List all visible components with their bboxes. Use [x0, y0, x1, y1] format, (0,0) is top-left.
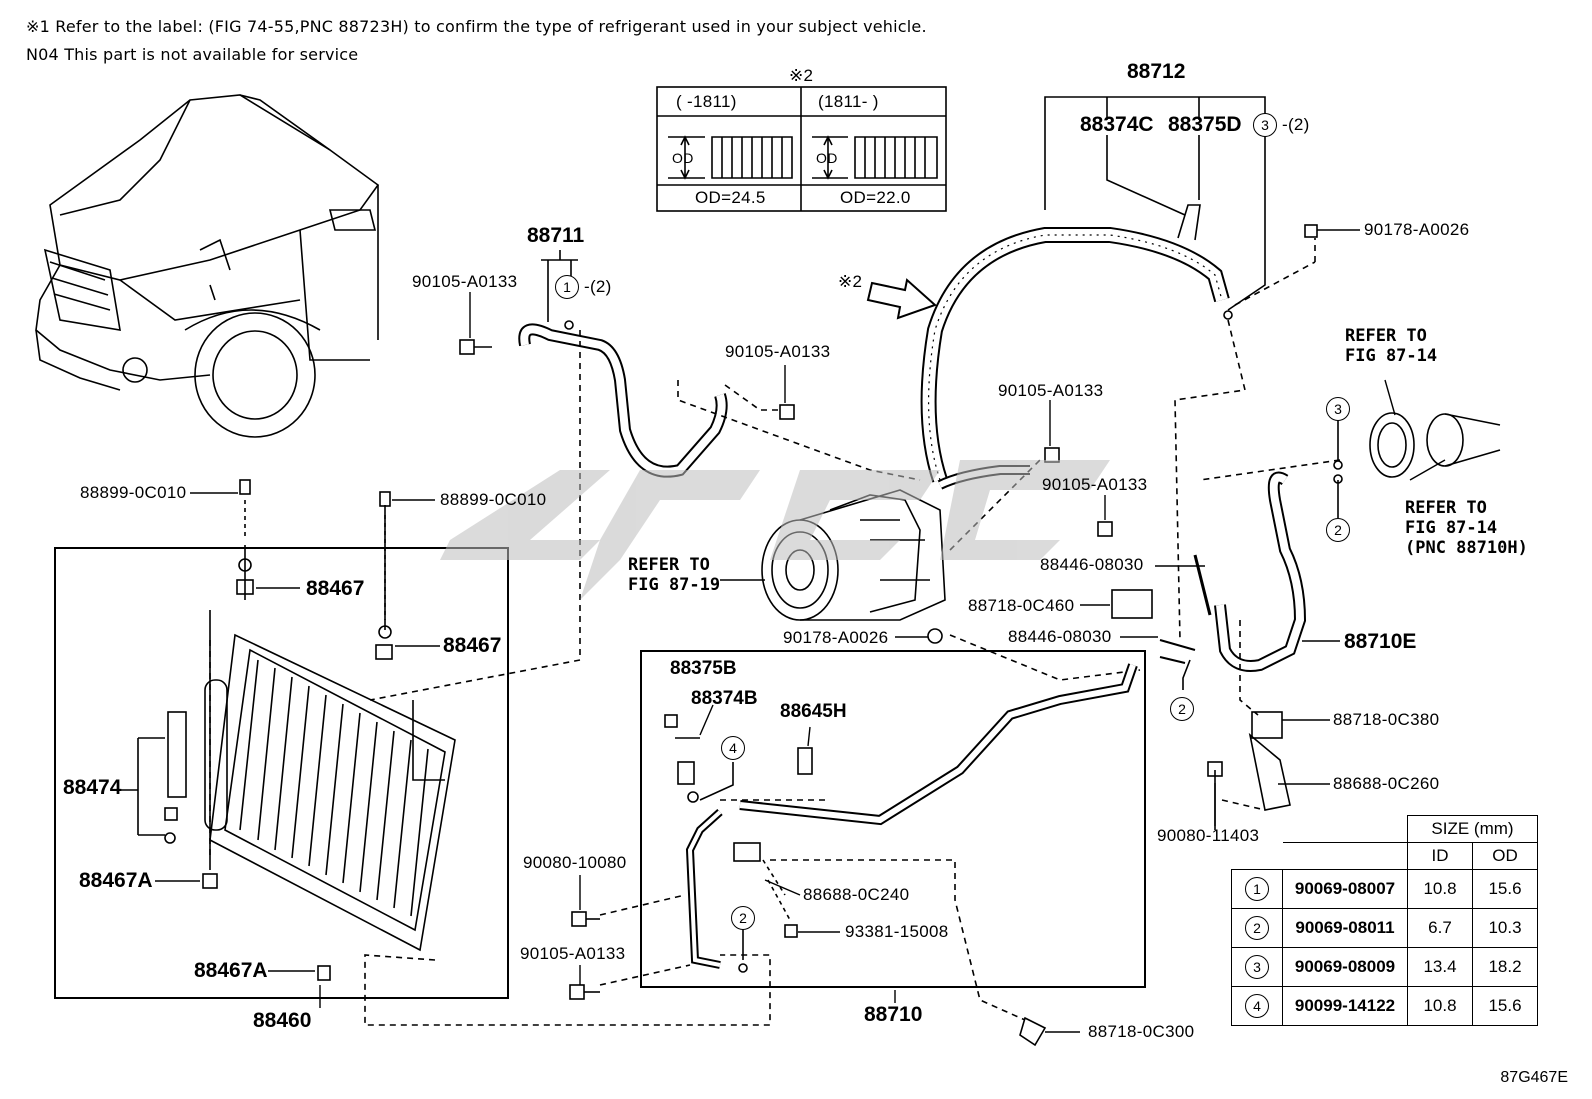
direction-arrow	[866, 278, 937, 320]
part-90080-11403[interactable]: 90080-11403	[1157, 826, 1260, 845]
refer-fig-87-14-pnc[interactable]: REFER TO FIG 87-14 (PNC 88710H)	[1405, 498, 1528, 558]
id-header: ID	[1407, 842, 1473, 870]
row-id: 10.8	[1407, 986, 1473, 1026]
part-88374C[interactable]: 88374C	[1080, 113, 1154, 136]
part-88474[interactable]: 88474	[63, 776, 122, 799]
part-88688-0C260[interactable]: 88688-0C260	[1333, 774, 1440, 793]
part-88446-08030-a[interactable]: 88446-08030	[1040, 555, 1144, 574]
figure-code: 87G467E	[1500, 1069, 1568, 1086]
row-part[interactable]: 90099-14122	[1282, 986, 1408, 1026]
row-part[interactable]: 90069-08007	[1282, 869, 1408, 909]
part-88688-0C240[interactable]: 88688-0C240	[803, 885, 910, 904]
truck-illustration	[35, 94, 380, 438]
row-number: 1	[1245, 877, 1269, 901]
inset-col1-header: ( -1811)	[676, 92, 737, 111]
table-row: 4 90099-14122 10.8 15.6	[1231, 986, 1538, 1026]
part-88467A-a[interactable]: 88467A	[79, 869, 153, 892]
part-88711[interactable]: 88711	[527, 224, 585, 247]
part-88460[interactable]: 88460	[253, 1009, 312, 1032]
row-number: 4	[1245, 994, 1269, 1018]
callout-3: 3	[1253, 113, 1277, 137]
part-88899-0C010-a[interactable]: 88899-0C010	[80, 483, 187, 502]
row-id: 6.7	[1407, 908, 1473, 948]
o-ring-size-table: SIZE (mm) ID OD 1 90069-08007 10.8 15.6 …	[1231, 815, 1538, 1026]
part-88374B[interactable]: 88374B	[691, 688, 758, 709]
od-header: OD	[1472, 842, 1538, 870]
part-88467-a[interactable]: 88467	[306, 577, 365, 600]
part-88467A-b[interactable]: 88467A	[194, 959, 268, 982]
part-88899-0C010-b[interactable]: 88899-0C010	[440, 490, 547, 509]
inset-col1-od: OD=24.5	[695, 188, 766, 207]
inset-col2-od: OD=22.0	[840, 188, 911, 207]
part-90080-10080[interactable]: 90080-10080	[523, 853, 627, 872]
callout-3b: 3	[1326, 397, 1350, 421]
part-90105-A0133-d[interactable]: 90105-A0133	[1042, 475, 1148, 494]
arrow-marker: ※2	[838, 272, 863, 291]
size-header: SIZE (mm)	[1407, 815, 1538, 843]
callout-2c: 2	[731, 906, 755, 930]
part-90178-A0026-bottom[interactable]: 90178-A0026	[783, 628, 889, 647]
part-88718-0C300[interactable]: 88718-0C300	[1088, 1022, 1195, 1041]
table-row: 1 90069-08007 10.8 15.6	[1231, 869, 1538, 909]
part-90105-A0133-e[interactable]: 90105-A0133	[520, 944, 626, 963]
part-93381-15008[interactable]: 93381-15008	[845, 922, 949, 941]
row-part[interactable]: 90069-08011	[1282, 908, 1408, 948]
part-88375D[interactable]: 88375D	[1168, 113, 1242, 136]
row-id: 13.4	[1407, 947, 1473, 987]
callout-1-qty: -(2)	[584, 277, 612, 296]
refrigerant-note: ※1 Refer to the label: (FIG 74-55,PNC 88…	[26, 17, 927, 36]
row-od: 10.3	[1472, 908, 1538, 948]
refer-fig-87-14[interactable]: REFER TO FIG 87-14	[1345, 326, 1438, 366]
callout-4: 4	[721, 736, 745, 760]
row-od: 15.6	[1472, 869, 1538, 909]
inset-col2-header: (1811- )	[818, 92, 879, 111]
table-row: 3 90069-08009 13.4 18.2	[1231, 947, 1538, 987]
part-88712[interactable]: 88712	[1127, 60, 1186, 83]
watermark	[440, 460, 1110, 600]
part-88645H[interactable]: 88645H	[780, 701, 847, 722]
inset-marker: ※2	[789, 66, 814, 85]
hose-od-table	[656, 86, 947, 212]
part-88718-0C460[interactable]: 88718-0C460	[968, 596, 1075, 615]
callout-3-qty: -(2)	[1282, 115, 1310, 134]
part-88467-b[interactable]: 88467	[443, 634, 502, 657]
part-88375B[interactable]: 88375B	[670, 658, 737, 679]
row-number: 2	[1245, 916, 1269, 940]
row-od: 15.6	[1472, 986, 1538, 1026]
part-88446-08030-b[interactable]: 88446-08030	[1008, 627, 1112, 646]
part-90178-A0026-top[interactable]: 90178-A0026	[1364, 220, 1470, 239]
condenser	[120, 500, 771, 1026]
inset-od-label-2: OD	[816, 150, 838, 166]
part-90105-A0133-b[interactable]: 90105-A0133	[725, 342, 831, 361]
inset-od-label-1: OD	[672, 150, 694, 166]
part-88710[interactable]: 88710	[864, 1003, 923, 1026]
part-88718-0C380[interactable]: 88718-0C380	[1333, 710, 1440, 729]
row-id: 10.8	[1407, 869, 1473, 909]
refer-fig-87-19[interactable]: REFER TO FIG 87-19	[628, 555, 721, 595]
part-88710E[interactable]: 88710E	[1344, 630, 1417, 653]
row-od: 18.2	[1472, 947, 1538, 987]
callout-2b: 2	[1170, 697, 1194, 721]
table-row: 2 90069-08011 6.7 10.3	[1231, 908, 1538, 948]
callout-1: 1	[555, 275, 579, 299]
callout-2a: 2	[1326, 518, 1350, 542]
part-90105-A0133-a[interactable]: 90105-A0133	[412, 272, 518, 291]
part-90105-A0133-c[interactable]: 90105-A0133	[998, 381, 1104, 400]
service-note: N04 This part is not available for servi…	[26, 45, 359, 64]
row-part[interactable]: 90069-08009	[1282, 947, 1408, 987]
row-number: 3	[1245, 955, 1269, 979]
